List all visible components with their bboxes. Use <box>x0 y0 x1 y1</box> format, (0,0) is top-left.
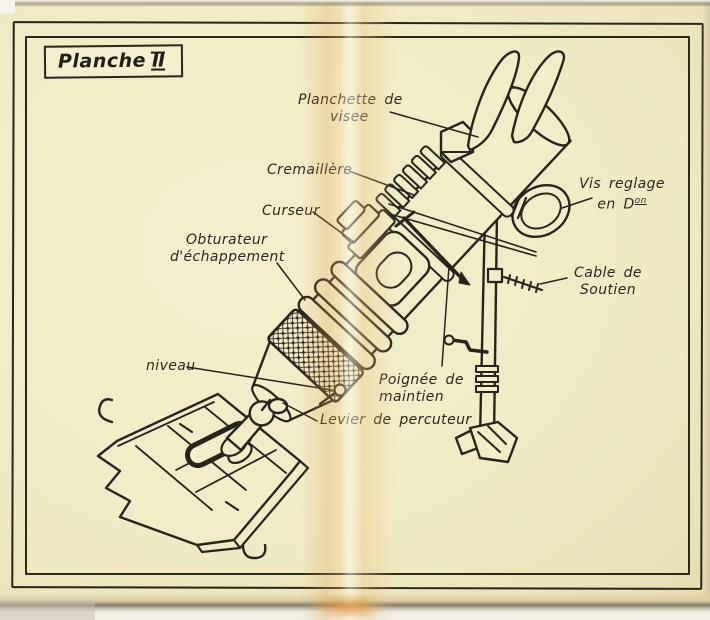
column-collar-rings <box>475 365 499 393</box>
label-levier-de-percuteur: Levier de percuteur <box>320 412 472 428</box>
leader-obturateur <box>276 262 306 301</box>
base-plate-hook-top <box>98 398 114 424</box>
carry-handle-rod <box>394 210 471 286</box>
label-planchette-de-visee: Planchette de visee <box>298 92 403 125</box>
superscript-on: on <box>634 196 647 206</box>
base-plate <box>96 392 310 560</box>
label-obturateur-echappement: Obturateur d'échappement <box>170 232 285 265</box>
muzzle-sight-bracket <box>439 50 566 164</box>
label-vis-reglage-direction: Vis reglage en Don <box>579 176 665 213</box>
label-curseur: Curseur <box>262 203 320 219</box>
support-cable-screw <box>486 267 544 293</box>
column-foot <box>454 420 519 464</box>
label-cable-de-soutien: Cable de Soutien <box>574 265 642 298</box>
crank-handle <box>443 334 489 354</box>
roman-numeral: II <box>150 49 166 72</box>
label-cremaillere: Cremaillère <box>267 162 353 178</box>
leader-vis-reglage <box>561 197 593 209</box>
leader-poignee <box>441 265 450 367</box>
column-shaft <box>478 210 499 440</box>
base-plate-hook-bottom <box>241 543 267 560</box>
leader-cable <box>539 277 568 285</box>
leader-planchette <box>389 111 479 138</box>
label-poignee-de-maintien: Poignée de maintien <box>379 372 464 405</box>
label-niveau: niveau <box>146 358 196 374</box>
